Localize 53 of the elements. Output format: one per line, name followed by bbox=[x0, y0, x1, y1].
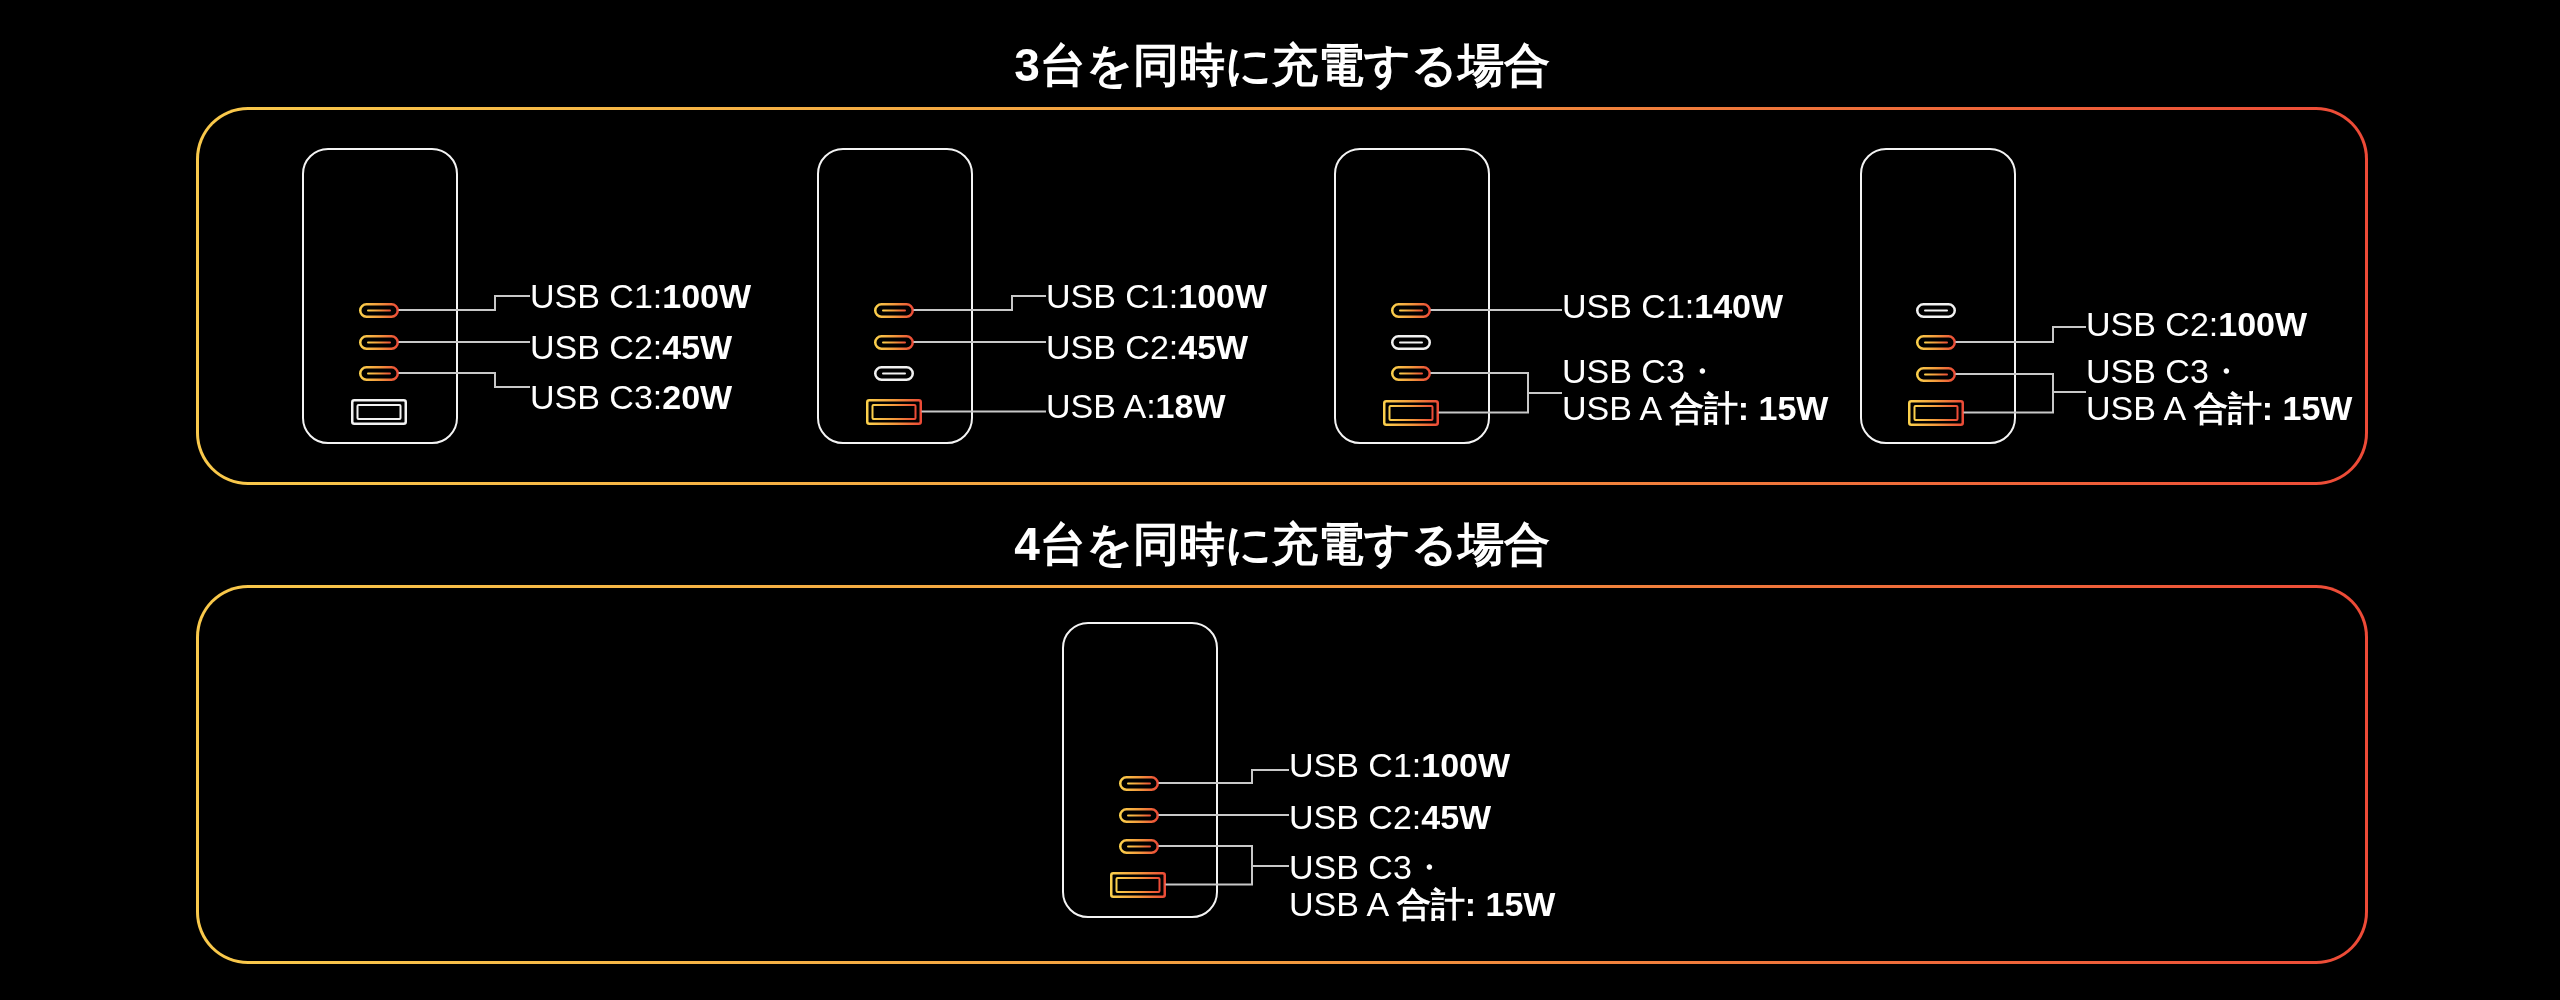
usb-c-port-icon bbox=[1390, 302, 1431, 318]
port-label: USB C3・ USB A 合計: 15W bbox=[1562, 353, 1829, 427]
section-heading: 4台を同時に充電する場合 bbox=[1014, 517, 1550, 572]
usb-a-port-icon bbox=[1382, 399, 1439, 426]
leader-line bbox=[397, 341, 531, 343]
leader-line bbox=[1962, 391, 2087, 414]
usb-c-port-icon bbox=[873, 334, 914, 350]
port-label: USB C1:100W bbox=[1289, 746, 1511, 784]
usb-c-port-icon bbox=[1915, 302, 1956, 318]
port-label: USB C1:100W bbox=[1046, 277, 1268, 315]
usb-c-port-icon bbox=[1915, 334, 1956, 350]
port-label: USB C1:100W bbox=[530, 277, 752, 315]
charger-outline bbox=[817, 148, 973, 444]
leader-line bbox=[1954, 326, 2087, 343]
port-label: USB C2:45W bbox=[530, 328, 733, 366]
charger-outline bbox=[1860, 148, 2016, 444]
port-label: USB C3・ USB A 合計: 15W bbox=[1289, 849, 1556, 923]
usb-c-port-icon bbox=[1118, 838, 1159, 854]
port-label: USB C3:20W bbox=[530, 378, 733, 416]
leader-line bbox=[1429, 309, 1563, 311]
usb-c-port-icon bbox=[358, 365, 399, 381]
leader-line bbox=[912, 295, 1047, 311]
section-heading: 3台を同時に充電する場合 bbox=[1014, 38, 1550, 93]
port-label: USB C2:45W bbox=[1289, 798, 1492, 836]
leader-line bbox=[1164, 865, 1290, 886]
charger-outline bbox=[302, 148, 458, 444]
usb-a-port-icon bbox=[865, 398, 922, 425]
leader-line bbox=[920, 410, 1047, 413]
leader-line bbox=[1157, 814, 1290, 816]
port-label: USB C2:45W bbox=[1046, 328, 1249, 366]
usb-c-port-icon bbox=[1390, 334, 1431, 350]
usb-c-port-icon bbox=[1915, 366, 1956, 382]
usb-c-port-icon bbox=[358, 334, 399, 350]
port-label: USB C1:140W bbox=[1562, 287, 1784, 325]
usb-a-port-icon bbox=[350, 398, 407, 425]
usb-c-port-icon bbox=[873, 302, 914, 318]
usb-c-port-icon bbox=[1390, 365, 1431, 381]
leader-line bbox=[397, 295, 531, 311]
leader-line bbox=[397, 372, 531, 388]
usb-a-port-icon bbox=[1907, 399, 1964, 426]
leader-line bbox=[1437, 392, 1563, 414]
port-label: USB C3・ USB A 合計: 15W bbox=[2086, 353, 2353, 427]
usb-c-port-icon bbox=[873, 365, 914, 381]
port-label: USB A:18W bbox=[1046, 387, 1226, 425]
usb-c-port-icon bbox=[1118, 807, 1159, 823]
leader-line bbox=[912, 341, 1047, 343]
leader-line bbox=[1157, 769, 1290, 784]
charger-outline bbox=[1062, 622, 1218, 918]
usb-c-port-icon bbox=[1118, 775, 1159, 791]
port-label: USB C2:100W bbox=[2086, 305, 2308, 343]
charger-outline bbox=[1334, 148, 1490, 444]
usb-c-port-icon bbox=[358, 302, 399, 318]
usb-a-port-icon bbox=[1109, 871, 1166, 898]
